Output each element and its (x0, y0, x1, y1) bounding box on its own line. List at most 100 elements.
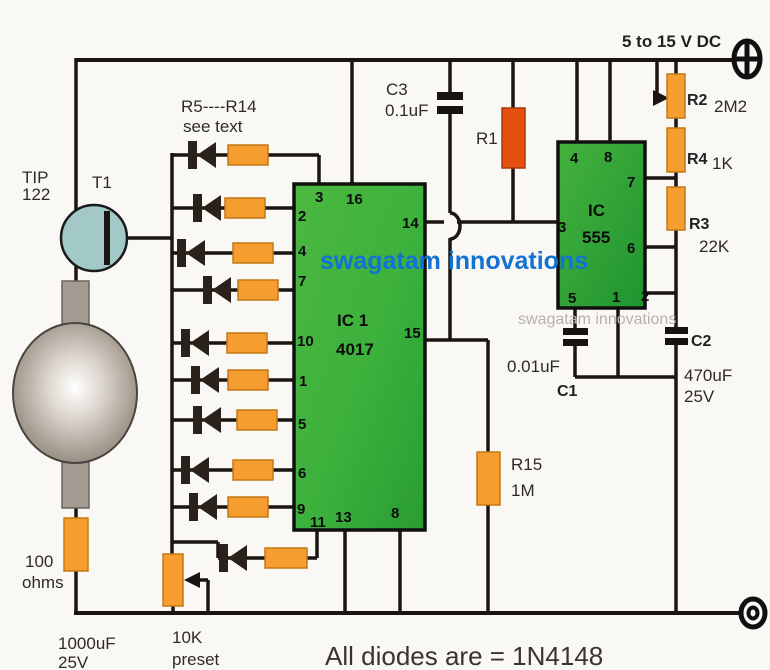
resistor-row-9 (227, 496, 269, 518)
ic1-pin-9: 9 (297, 501, 305, 518)
r1-ref-label: R1 (476, 129, 498, 148)
c1-value-label: 0.01uF (507, 357, 560, 376)
transistor-ref-label: T1 (92, 173, 112, 192)
preset-label-2: preset (172, 650, 220, 669)
r15-value-label: 1M (511, 481, 535, 500)
collector-wire (74, 58, 107, 225)
ic2-labels: 4 8 7 3 6 5 1 2 IC 555 (558, 149, 649, 307)
ic2-pin-7: 7 (627, 174, 635, 191)
motor-body (12, 322, 138, 464)
ic2-pin-1: 1 (612, 289, 620, 306)
capacitor-c2 (665, 327, 688, 345)
wire-hop (449, 211, 462, 241)
transistor-part-label-2: 122 (22, 185, 50, 204)
c1-ground-wire (573, 344, 676, 379)
ic1-pin-4: 4 (298, 243, 307, 260)
r2-value-label: 2M2 (714, 97, 747, 116)
watermark-blue: swagatam innovations (320, 247, 588, 275)
r2-wiper-arrowhead (653, 90, 669, 106)
r15-ref-label: R15 (511, 455, 542, 474)
ic2-pin-3: 3 (558, 219, 566, 236)
resistor-row-2 (224, 197, 266, 219)
motor-shaft-top (61, 280, 90, 326)
ic1-pin-3: 3 (315, 189, 323, 206)
resistor-r3 (666, 186, 686, 231)
diode-4 (203, 276, 231, 304)
motor-resistor-label-1: 100 (25, 552, 53, 571)
ic1-title-1: IC 1 (337, 311, 368, 330)
c2-value-label-1: 470uF (684, 366, 732, 385)
ic2-pin-5: 5 (568, 290, 576, 307)
resistor-100-ohms (63, 517, 89, 572)
ic1-pin-7: 7 (298, 273, 306, 290)
ic1-labels: 3 16 2 4 7 10 1 5 6 9 11 13 8 14 15 IC 1… (297, 189, 421, 531)
diode-6 (191, 366, 219, 394)
resistor-row-4 (237, 279, 279, 301)
ic2-pin-2: 2 (641, 288, 649, 305)
diodes-note: All diodes are = 1N4148 (325, 641, 603, 670)
capacitor-c3 (437, 92, 463, 114)
ic1-chip (292, 182, 427, 532)
labels: 5 to 15 V DC TIP 122 T1 R5----R14 see te… (22, 32, 747, 670)
diode-3 (177, 239, 205, 267)
motor (12, 280, 138, 509)
ic2-title-1: IC (588, 201, 605, 220)
ic1-pin-11: 11 (310, 514, 326, 531)
preset-label-1: 10K (172, 628, 203, 647)
ic1-pin-2: 2 (298, 208, 306, 225)
ic1-pin-10: 10 (297, 333, 314, 350)
ic1-pin-8: 8 (391, 505, 399, 522)
watermark-gray: swagatam innovations (518, 311, 676, 328)
capacitor-c1 (563, 328, 588, 346)
resistor-row-5 (226, 332, 268, 354)
diode-8 (181, 456, 209, 484)
resistor-r2 (666, 73, 686, 119)
diodes (177, 141, 247, 572)
diode-9 (189, 493, 217, 521)
ic2-pin-4: 4 (570, 150, 579, 167)
ic2-pin-6: 6 (627, 240, 635, 257)
ic1-pin-5: 5 (298, 416, 306, 433)
output-terminal-icon (738, 596, 768, 630)
resistor-row-7 (236, 409, 278, 431)
transistor-t1 (59, 203, 129, 273)
transistor-part-label-1: TIP (22, 168, 48, 187)
resistor-r15 (476, 451, 501, 506)
diode-2 (193, 194, 221, 222)
c3-value-label: 0.1uF (385, 101, 428, 120)
ic2-pin-8: 8 (604, 149, 612, 166)
r3-value-label: 22K (699, 237, 730, 256)
preset-wiper-arrowhead (184, 572, 200, 588)
r3-ref-label: R3 (689, 216, 710, 233)
ic1-title-2: 4017 (336, 340, 374, 359)
resistor-r4 (666, 127, 686, 173)
c2-ref-label: C2 (691, 333, 712, 350)
c4-value-label-2: 25V (58, 653, 89, 670)
ic1-pin-6: 6 (298, 465, 306, 482)
motor-resistor-label-2: ohms (22, 573, 64, 592)
resistor-row-1 (227, 144, 269, 166)
ic1-pin-13: 13 (335, 509, 352, 526)
preset-10k (162, 553, 184, 607)
ic1-pin-16: 16 (346, 191, 363, 208)
resistor-row-3 (232, 242, 274, 264)
ic1-pin-14: 14 (402, 215, 419, 232)
resistor-row-10 (264, 547, 308, 569)
ladder-label-2: see text (183, 117, 243, 136)
c3-ref-label: C3 (386, 80, 408, 99)
resistor-r1 (501, 107, 526, 169)
supply-label: 5 to 15 V DC (622, 32, 721, 51)
ic1-pin-1: 1 (299, 373, 307, 390)
diode-7 (193, 406, 221, 434)
motor-shaft-bottom (61, 461, 90, 509)
resistor-row-6 (227, 369, 269, 391)
r4-ref-label: R4 (687, 151, 708, 168)
c2-value-label-2: 25V (684, 387, 715, 406)
ladder-label-1: R5----R14 (181, 97, 257, 116)
ladder-bus-wire (170, 153, 220, 558)
positive-terminal-icon (731, 38, 763, 80)
r4-value-label: 1K (712, 154, 733, 173)
ic2-title-2: 555 (582, 228, 610, 247)
diode-1 (188, 141, 216, 169)
